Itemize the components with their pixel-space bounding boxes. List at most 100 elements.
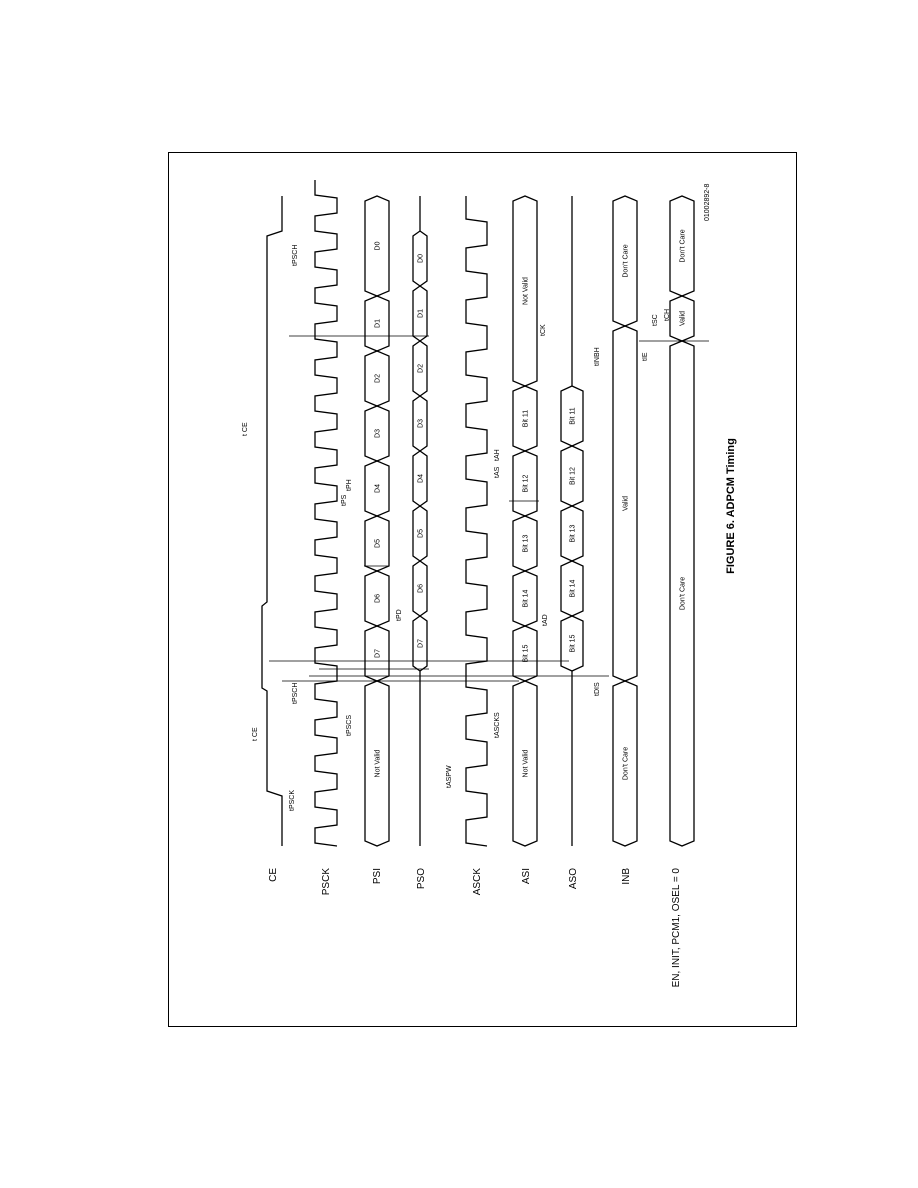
figure-code: 01002892-8 bbox=[704, 184, 711, 221]
pso-waveform: D7 D6 D5 D4 D3 D2 D1 D0 bbox=[412, 196, 428, 846]
inb-field-label-2: Don't Care bbox=[623, 244, 630, 277]
aso-field-label-2: Bit 13 bbox=[570, 524, 577, 542]
aso-field-label-3: Bit 12 bbox=[570, 467, 577, 485]
psi-field-3 bbox=[364, 515, 390, 572]
tl-inbh: tINBH bbox=[594, 347, 601, 366]
psi-field-label-4: D4 bbox=[375, 484, 382, 493]
pso-field-label-6: D1 bbox=[418, 309, 425, 318]
pso-field-3 bbox=[412, 450, 428, 507]
aso-field-1 bbox=[560, 560, 584, 617]
tl-ph: tPH bbox=[346, 479, 353, 491]
psi-field-label-7: D1 bbox=[375, 319, 382, 328]
pso-field-label-2: D5 bbox=[418, 529, 425, 538]
psi-field-5 bbox=[364, 405, 390, 462]
pso-field-7 bbox=[412, 230, 428, 287]
tl-as: tAS bbox=[494, 466, 501, 478]
asi-field-label-2: Bit 14 bbox=[523, 589, 530, 607]
pso-field-label-3: D4 bbox=[418, 474, 425, 483]
pso-field-6 bbox=[412, 285, 428, 342]
label-aso: ASO bbox=[568, 868, 579, 889]
pso-field-label-7: D0 bbox=[418, 254, 425, 263]
tl-sc: tSC bbox=[652, 314, 659, 326]
psi-field-label-3: D5 bbox=[375, 539, 382, 548]
tl-aspw: tASPW bbox=[446, 765, 453, 788]
label-inb: INB bbox=[621, 868, 632, 885]
ascik-line bbox=[465, 196, 488, 847]
asi-field-2 bbox=[512, 570, 538, 627]
label-ascik: ASCK bbox=[472, 868, 483, 896]
pso-field-label-0: D7 bbox=[418, 639, 425, 648]
asi-field-label-6: Not Valid bbox=[523, 277, 530, 305]
asi-field-label-0: Not Valid bbox=[523, 749, 530, 777]
psi-field-2 bbox=[364, 570, 390, 627]
psi-field-label-0: Not Valid bbox=[375, 749, 382, 777]
pso-field-2 bbox=[412, 505, 428, 562]
ctrl-field-label-1: Valid bbox=[680, 311, 687, 326]
pso-field-4 bbox=[412, 395, 428, 452]
psi-field-6 bbox=[364, 350, 390, 407]
asi-field-label-1: Bit 15 bbox=[523, 644, 530, 662]
tl-pd: tPD bbox=[396, 609, 403, 621]
asi-field-4 bbox=[512, 450, 538, 517]
tl-ch: tCH bbox=[664, 309, 671, 321]
aso-field-label-0: Bit 15 bbox=[570, 634, 577, 652]
tl-psch2: tPSCH bbox=[292, 245, 299, 266]
tl-ck: tCK bbox=[540, 324, 547, 336]
timing-annotations: t CE t CE tPSCH tPSCK tPSCS tPSCH tASPW … bbox=[242, 245, 671, 811]
inb-field-2 bbox=[612, 195, 638, 327]
psi-field-7 bbox=[364, 295, 390, 352]
tl-ad: tAD bbox=[542, 614, 549, 626]
inb-field-1 bbox=[612, 325, 638, 682]
label-ctrl: EN, INIT, PCM1, OSEL = 0 bbox=[671, 868, 682, 988]
inb-field-label-1: Valid bbox=[623, 496, 630, 511]
asi-field-3 bbox=[512, 515, 538, 572]
tl-pscs: tPSCS bbox=[346, 715, 353, 736]
asi-field-label-3: Bit 13 bbox=[523, 534, 530, 552]
tl-dis: tDIS bbox=[594, 682, 601, 696]
tl-ie: tIE bbox=[642, 352, 649, 361]
pso-field-1 bbox=[412, 560, 428, 617]
asi-field-6 bbox=[512, 195, 538, 387]
psi-field-label-6: D2 bbox=[375, 374, 382, 383]
label-psck: PSCK bbox=[321, 868, 332, 896]
psck-line bbox=[314, 180, 338, 847]
aso-field-4 bbox=[560, 385, 584, 447]
ctrl-field-label-0: Don't Care bbox=[680, 577, 687, 610]
label-pso: PSO bbox=[416, 868, 427, 889]
psi-field-label-5: D3 bbox=[375, 429, 382, 438]
inb-field-label-0: Don't Care bbox=[623, 747, 630, 780]
ctrl-field-0 bbox=[669, 340, 695, 847]
label-psi: PSI bbox=[372, 868, 383, 884]
pso-field-label-5: D2 bbox=[418, 364, 425, 373]
aso-field-label-4: Bit 11 bbox=[570, 407, 577, 424]
tl-ah: tAH bbox=[494, 449, 501, 461]
signal-labels: CE PSCK PSI PSO ASCK ASI ASO INB EN, INI… bbox=[268, 868, 682, 988]
pso-field-5 bbox=[412, 340, 428, 397]
tl-ce: t CE bbox=[252, 727, 259, 741]
psi-field-0 bbox=[364, 680, 390, 847]
psi-field-4 bbox=[364, 460, 390, 517]
tl-psck: tPSCK bbox=[289, 790, 296, 811]
asi-field-0 bbox=[512, 680, 538, 847]
psi-field-label-8: D0 bbox=[375, 241, 382, 250]
aso-field-label-1: Bit 14 bbox=[570, 579, 577, 597]
asi-field-5 bbox=[512, 385, 538, 452]
pso-field-label-4: D3 bbox=[418, 419, 425, 428]
reference-lines bbox=[269, 335, 709, 682]
psi-field-label-1: D7 bbox=[375, 649, 382, 658]
label-asi: ASI bbox=[521, 868, 532, 884]
ctrl-field-2 bbox=[669, 195, 695, 297]
pso-field-label-1: D6 bbox=[418, 584, 425, 593]
tl-ps: tPS bbox=[341, 494, 348, 506]
tl-ce2: t CE bbox=[242, 422, 249, 436]
psck-waveform bbox=[314, 180, 338, 847]
ctrl-field-label-2: Don't Care bbox=[680, 229, 687, 262]
ce-waveform bbox=[261, 196, 283, 846]
asi-field-label-4: Bit 12 bbox=[523, 474, 530, 492]
inb-field-0 bbox=[612, 680, 638, 847]
asi-field-label-5: Bit 11 bbox=[523, 410, 530, 427]
